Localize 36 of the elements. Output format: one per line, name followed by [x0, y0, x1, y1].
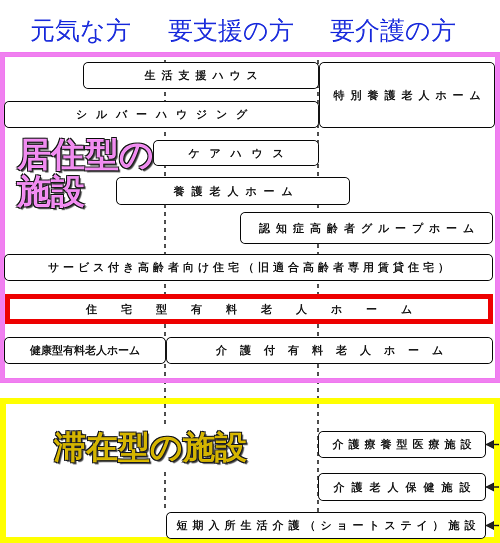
arrow: [485, 521, 499, 530]
facility-name: ケアハウス: [187, 146, 294, 160]
category-panel: [0, 52, 500, 383]
facility-name: 生活支援ハウス: [143, 68, 264, 83]
facility-name: シルバーハウジング: [75, 107, 256, 122]
facility-name: 短期入所生活介護（ショートステイ）施設: [176, 518, 480, 533]
facility-name: 介護付有料老人ホーム: [214, 343, 456, 358]
facility-name: 認知症高齢者グループホーム: [258, 220, 480, 236]
facility-box: [4, 254, 493, 281]
facility-box: [166, 512, 486, 539]
category-heading: 居住型の施設: [17, 137, 155, 212]
facility-box: [166, 337, 493, 364]
facility-box: [4, 101, 319, 128]
facility-name: サービス付き高齢者向け住宅（旧適合高齢者専用賃貸住宅）: [47, 260, 453, 275]
column-heading: 要介護の方: [330, 15, 456, 47]
facility-name: 住宅型有料老人ホーム: [84, 302, 436, 316]
facility-name: 介護療養型医療施設: [331, 437, 476, 452]
facility-box: [4, 337, 166, 364]
arrow: [485, 440, 499, 449]
facility-box: [319, 62, 495, 128]
arrow: [485, 482, 499, 492]
facility-box: [240, 212, 493, 244]
facility-box: [5, 294, 493, 324]
facility-box: [153, 140, 319, 166]
facility-box: [318, 431, 486, 458]
column-heading: 要支援の方: [168, 15, 294, 47]
facility-box: [83, 62, 319, 89]
facility-name: 養護老人ホーム: [172, 184, 300, 198]
column-heading: 元気な方: [30, 15, 131, 47]
facility-box: [116, 177, 350, 205]
facility-box: [318, 473, 486, 501]
category-heading: 滞在型の施設: [54, 430, 248, 466]
facility-name: 特別養護老人ホーム: [332, 88, 486, 102]
facility-name: 健康型有料老人ホーム: [30, 343, 140, 358]
category-panel: [0, 398, 500, 543]
facility-name: 介護老人保健施設: [332, 480, 478, 494]
